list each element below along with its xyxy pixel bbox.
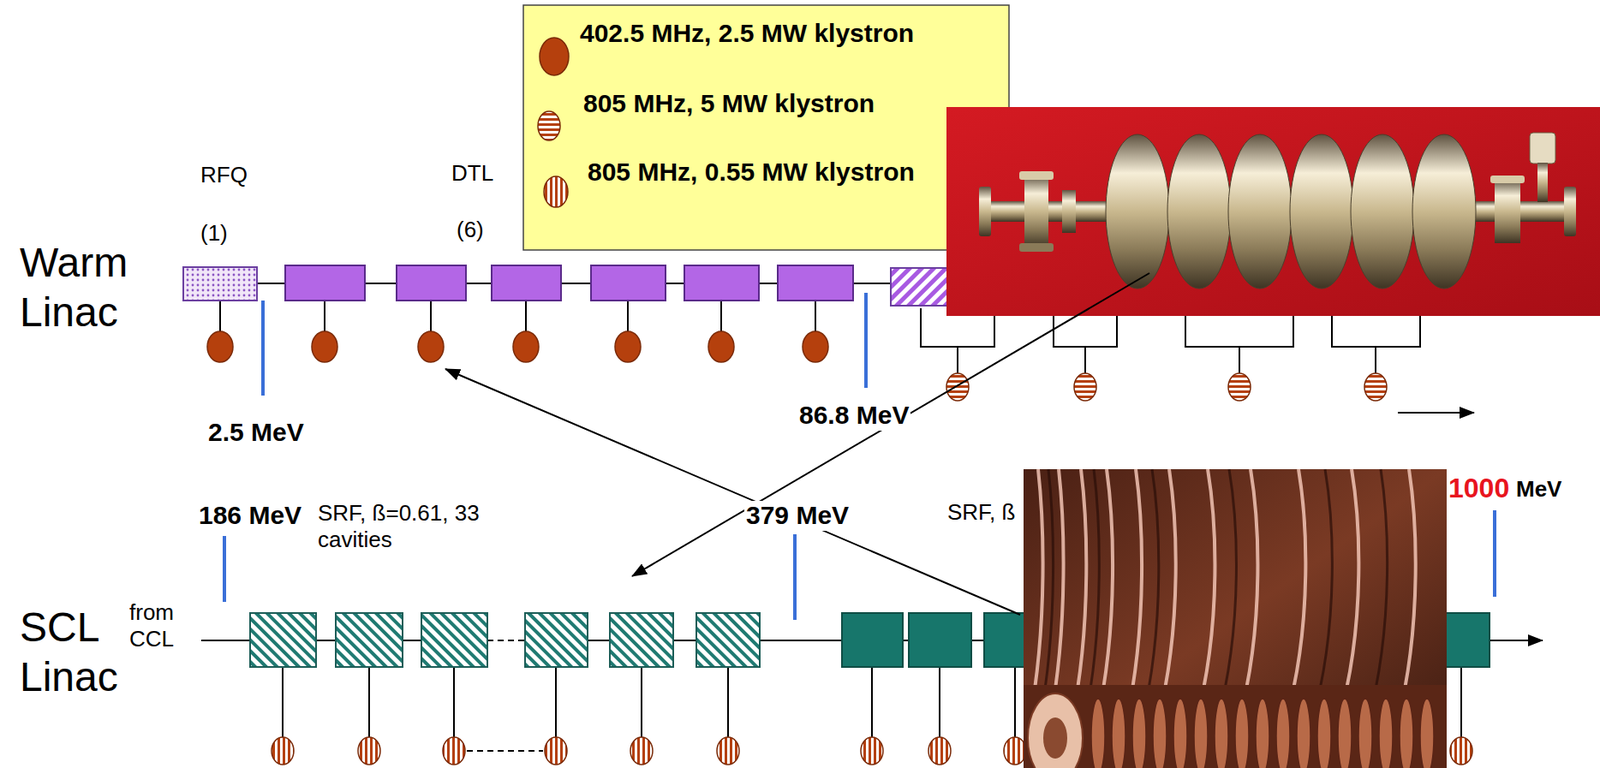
legend-text: 805 MHz, 0.55 MW klystron <box>587 157 915 188</box>
klystron-402 <box>207 331 829 363</box>
energy-label: 379 MeV <box>744 501 851 532</box>
legend-text: 402.5 MHz, 2.5 MW klystron <box>579 18 914 49</box>
legend-swatch <box>537 111 561 141</box>
energy-label: 2.5 MeV <box>206 417 306 448</box>
section-name: RFQ <box>198 162 250 189</box>
cavity-interior-photo <box>1023 469 1447 768</box>
section-count: (1) <box>198 220 230 247</box>
section-note: SRF, ß=0.61, 33 cavities <box>316 500 534 554</box>
energy-label: 86.8 MeV <box>797 400 911 431</box>
energy-unit: MeV <box>1514 477 1564 503</box>
section-name: DTL <box>449 161 496 187</box>
legend-box <box>523 5 1009 251</box>
legend-swatches <box>537 37 569 208</box>
klystron-805-5mw <box>946 373 1387 401</box>
section-note: SRF, ß <box>945 500 1017 526</box>
energy-label: 186 MeV <box>197 501 304 532</box>
ccl-brackets <box>920 308 1475 413</box>
legend-text: 805 MHz, 5 MW klystron <box>583 89 875 120</box>
row-title: Warm Linac <box>17 238 150 337</box>
source-note: from CCL <box>127 599 192 653</box>
cavity-photo <box>946 107 1600 317</box>
pointer-arrows <box>445 273 1150 615</box>
section-count: (6) <box>454 217 486 244</box>
final-energy: 1000 <box>1446 472 1511 505</box>
legend-swatch <box>543 176 568 208</box>
legend-swatch <box>539 37 569 76</box>
warm-linac <box>183 265 960 332</box>
